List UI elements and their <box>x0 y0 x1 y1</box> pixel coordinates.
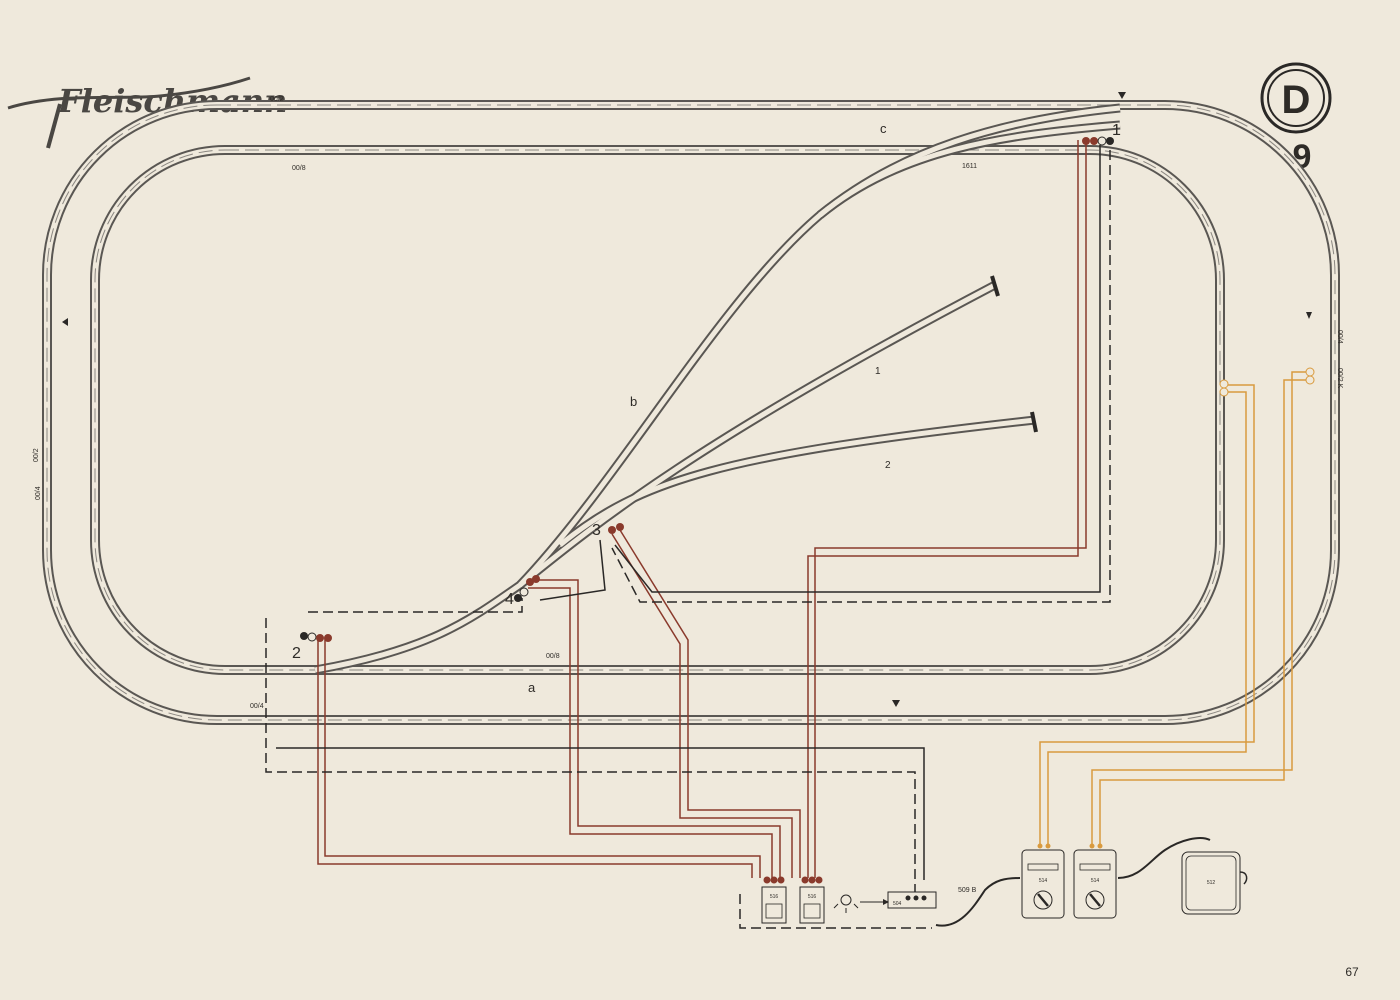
switch-box-1-model: 516 <box>770 894 779 900</box>
label-outer-top: 00/2 <box>270 96 284 103</box>
fleischmann-logo: Fleischmann <box>7 76 287 149</box>
label-right-a: 00/4 <box>1336 330 1343 344</box>
siding-2-number: 2 <box>885 460 891 471</box>
inner-loop-track <box>90 145 1225 675</box>
black-wires <box>276 145 1101 880</box>
controller-2[interactable]: 514 <box>1073 843 1117 919</box>
page-number: 67 <box>1345 965 1359 979</box>
controller-2-model: 514 <box>1091 878 1100 884</box>
distribution-model: 509 B <box>958 887 977 894</box>
brown-wires <box>317 140 1087 878</box>
lamp-icon <box>833 894 859 913</box>
switch-4-number: 4 <box>505 591 514 608</box>
distribution-plate[interactable]: 504 509 B <box>860 887 977 909</box>
branch-tracks <box>314 103 1121 675</box>
switch-2-number: 2 <box>292 645 301 662</box>
power-cords <box>935 837 1211 927</box>
plan-letter: D <box>1282 78 1311 122</box>
label-inner-left: 00/4 <box>35 486 42 500</box>
orange-wires <box>1039 371 1308 848</box>
switch-connectors <box>300 136 1315 642</box>
siding-1-number: 1 <box>875 366 881 377</box>
track-labels: 00/2 00/8 00/2 00/4 00/8 00/4 00/4 00/2 … <box>33 96 1343 710</box>
section-c: c <box>880 121 887 136</box>
section-b: b <box>630 394 637 409</box>
switch-box-1[interactable]: 516 <box>761 876 787 924</box>
section-a: a <box>528 680 536 695</box>
transformer[interactable]: 512 <box>1181 851 1248 915</box>
direction-arrows <box>62 92 1312 707</box>
buffer-stop-siding-1 <box>990 275 1000 297</box>
label-outer-bottom: 00/4 <box>250 703 264 710</box>
switch-box-2[interactable]: 516 <box>799 876 825 924</box>
buffer-stop-siding-2 <box>1030 411 1038 433</box>
switch-3-number: 3 <box>592 522 601 539</box>
label-outer-left: 00/2 <box>33 448 40 462</box>
label-inner-top: 00/8 <box>292 165 306 172</box>
dashed-wires <box>265 150 1111 929</box>
controller-1[interactable]: 514 <box>1021 843 1065 919</box>
switch-1-number: 1 <box>1112 122 1121 139</box>
outer-loop-track <box>42 100 1340 725</box>
controller-1-model: 514 <box>1039 878 1048 884</box>
label-right-b: 00/2 K <box>1336 368 1343 389</box>
switch-box-2-model: 516 <box>808 894 817 900</box>
terminal-model: 504 <box>893 901 902 907</box>
label-inner-bottom: 00/8 <box>546 653 560 660</box>
section-markers: a b c 1 2 1 2 3 4 <box>292 121 1121 695</box>
label-crossing-code: 1611 <box>962 163 977 170</box>
transformer-model: 512 <box>1207 880 1216 886</box>
